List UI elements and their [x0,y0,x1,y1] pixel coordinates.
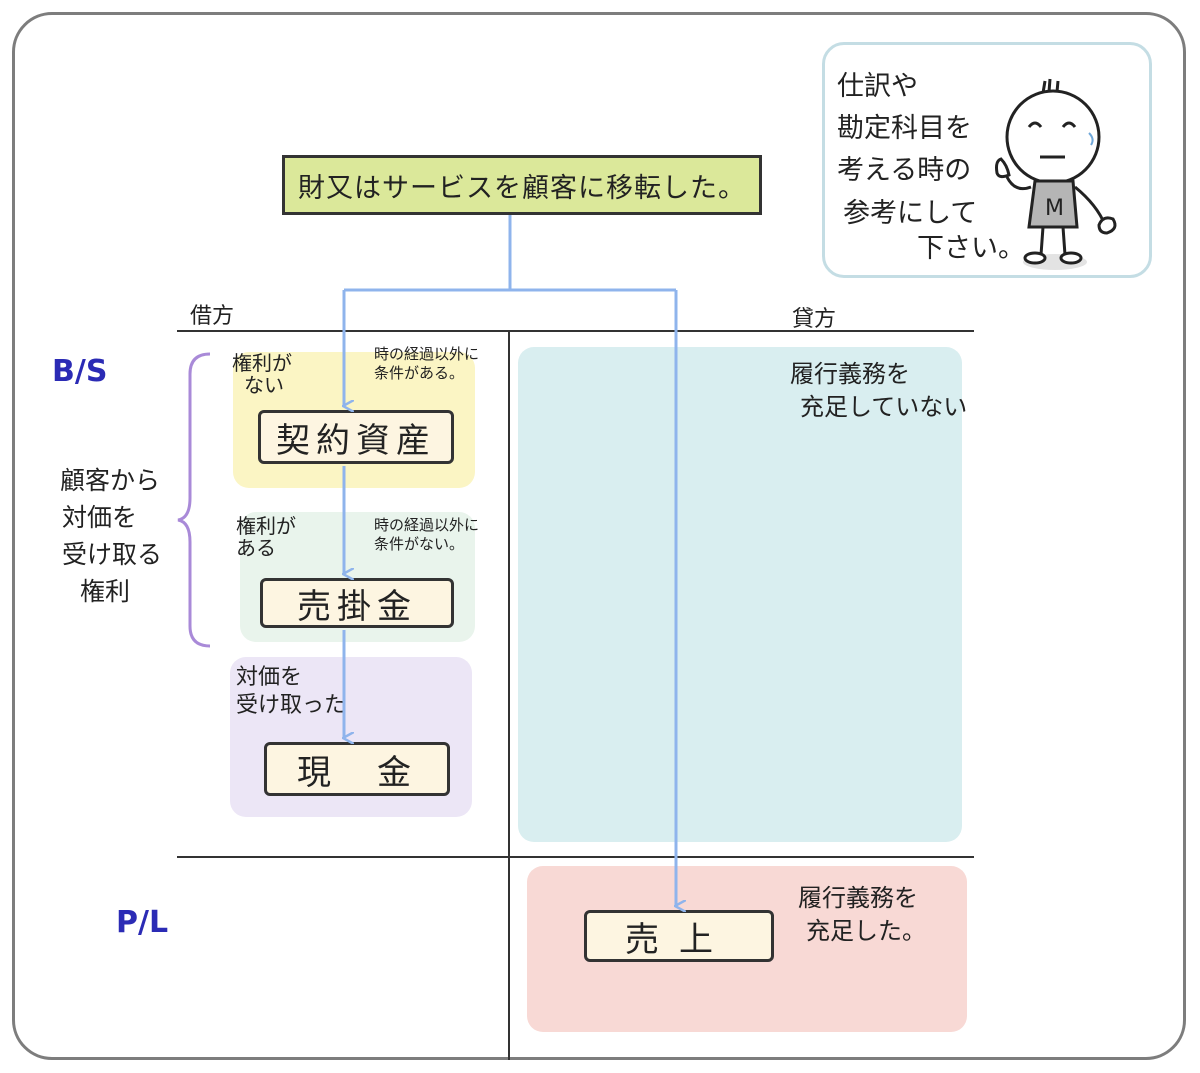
receivable-condition-line: 条件がない。 [374,535,465,553]
revenue-note: 履行義務を 充足した。 [798,882,926,948]
bs-pl-divider [177,856,974,858]
note-line-4: 参考にして [843,198,978,229]
contract-asset-condition-line: 時の経過以外に [374,345,480,363]
brace-label-line: 顧客から [60,466,161,495]
shirt-letter: M [1045,196,1064,221]
debit-header: 借方 [190,304,235,329]
unfulfilled-note: 履行義務を 充足していない [790,358,967,424]
cash-note-line: 受け取った [236,693,347,718]
brace-label: 顧客から 対価を 受け取る 権利 [60,462,162,610]
contract-asset-condition-line: 条件がある。 [374,364,465,382]
brace-label-line: 受け取る [62,540,163,569]
event-box: 財又はサービスを顧客に移転した。 [282,155,762,215]
cash-account: 現 金 [264,742,450,796]
mascot-character-icon: M [995,78,1117,270]
receivable-note-line: 権利が [236,514,296,538]
note-line-2: 勘定科目を [837,113,972,144]
cash-note: 対価を 受け取った [236,664,346,720]
revenue-note-line: 履行義務を [798,884,918,912]
bs-label: B/S [52,354,108,389]
receivable-account: 売掛金 [260,578,454,628]
contract-asset-account: 契約資産 [258,410,454,464]
receivable-note-line: ある [236,536,276,560]
unfulfilled-note-line: 履行義務を [790,360,910,388]
unfulfilled-obligation-region [518,347,962,842]
reference-note: 仕訳や 勘定科目を 考える時の 参考にして 下さい。 M [822,42,1152,278]
brace-label-line: 権利 [80,577,131,606]
brace-icon [177,352,211,648]
note-line-5: 下さい。 [917,233,1025,264]
note-line-3: 考える時の [837,155,972,186]
note-line-1: 仕訳や [837,71,918,102]
credit-header: 貸方 [792,307,837,332]
contract-asset-condition: 時の経過以外に 条件がある。 [374,345,479,383]
receivable-condition-line: 時の経過以外に [374,516,480,534]
brace-label-line: 対価を [62,503,138,532]
t-account-top-rule [177,330,974,332]
t-account-center-rule [508,330,510,1060]
contract-asset-note-line: 権利が [232,351,292,375]
contract-asset-note: 権利が ない [232,352,292,396]
unfulfilled-note-line: 充足していない [800,393,968,421]
cash-note-line: 対価を [236,665,303,690]
revenue-note-line: 充足した。 [806,917,926,945]
event-text: 財又はサービスを顧客に移転した。 [298,172,746,204]
receivable-note: 権利が ある [236,515,296,559]
pl-label: P/L [116,905,169,940]
contract-asset-note-line: ない [244,373,284,397]
receivable-condition: 時の経過以外に 条件がない。 [374,516,479,554]
outer-frame [12,12,1186,1060]
